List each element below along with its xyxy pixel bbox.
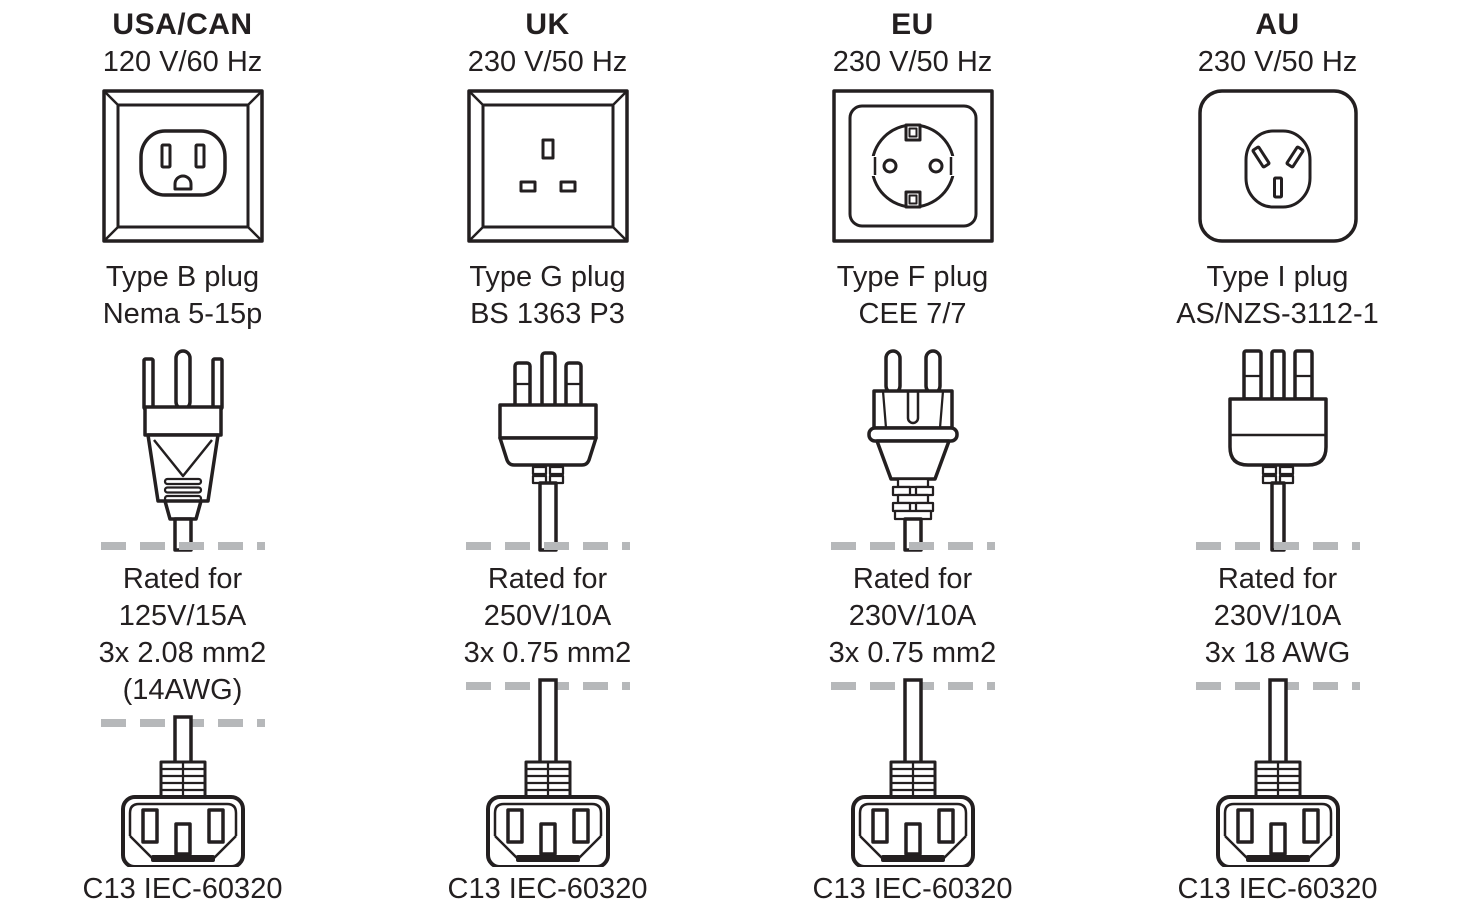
rated-line: Rated for xyxy=(487,563,608,595)
region-title: EU xyxy=(891,8,934,41)
c13-connector-icon xyxy=(803,678,1023,867)
plug-type-label: Type I plug AS/NZS-3112-1 xyxy=(1176,259,1379,333)
plug-standard: Nema 5-15p xyxy=(102,298,263,330)
plug-type-label: Type G plug BS 1363 P3 xyxy=(469,259,625,333)
rated-line: Rated for xyxy=(1217,563,1338,595)
connector-label: C13 IEC-60320 xyxy=(82,873,283,905)
type-f-plug-icon xyxy=(803,349,1023,552)
rated-line: 230V/10A xyxy=(848,600,977,632)
c13-connector-icon xyxy=(438,678,658,867)
c13-connector-icon xyxy=(1168,678,1388,867)
cable-rating: Rated for 125V/15A 3x 2.08 mm2 (14AWG) xyxy=(99,561,267,709)
region-column-au: AU 230 V/50 Hz Type I plug AS/NZS-3112-1 xyxy=(1095,0,1460,908)
cable-rating: Rated for 230V/10A 3x 0.75 mm2 xyxy=(829,561,997,672)
connector-label: C13 IEC-60320 xyxy=(812,873,1013,905)
type-i-socket-icon xyxy=(1197,89,1358,243)
rated-line: Rated for xyxy=(122,563,243,595)
rated-line: 3x 0.75 mm2 xyxy=(828,637,997,669)
region-column-eu: EU 230 V/50 Hz Type F plug xyxy=(730,0,1095,908)
rated-line: 230V/10A xyxy=(1213,600,1342,632)
plug-type-label: Type F plug CEE 7/7 xyxy=(837,259,989,333)
cable-rating: Rated for 250V/10A 3x 0.75 mm2 xyxy=(464,561,632,672)
voltage-frequency: 120 V/60 Hz xyxy=(102,46,263,78)
type-g-socket-icon xyxy=(466,89,629,243)
rated-line: 250V/10A xyxy=(483,600,612,632)
region-column-uk: UK 230 V/50 Hz Type G plug BS 1363 P3 xyxy=(365,0,730,908)
connector-label: C13 IEC-60320 xyxy=(1177,873,1378,905)
rated-line: 3x 2.08 mm2 xyxy=(98,637,267,669)
region-title: USA/CAN xyxy=(112,8,253,41)
rated-line: 3x 0.75 mm2 xyxy=(463,637,632,669)
region-column-usa-can: USA/CAN 120 V/60 Hz Type B plug Nema 5-1… xyxy=(0,0,365,908)
type-b-socket-icon xyxy=(101,89,264,243)
plug-type: Type F plug xyxy=(836,261,989,293)
cable-rating: Rated for 230V/10A 3x 18 AWG xyxy=(1205,561,1351,672)
type-g-plug-icon xyxy=(438,351,658,552)
plug-type: Type B plug xyxy=(105,261,260,293)
rated-line: 3x 18 AWG xyxy=(1204,637,1351,669)
plug-type: Type G plug xyxy=(469,261,626,293)
plug-standard: BS 1363 P3 xyxy=(470,298,625,330)
rated-line: 125V/15A xyxy=(118,600,247,632)
voltage-frequency: 230 V/50 Hz xyxy=(467,46,628,78)
type-b-plug-icon xyxy=(73,349,293,552)
region-title: AU xyxy=(1255,8,1300,41)
c13-connector-icon xyxy=(73,715,293,867)
plug-standard: CEE 7/7 xyxy=(858,298,967,330)
rated-line: (14AWG) xyxy=(122,674,243,706)
plug-type-label: Type B plug Nema 5-15p xyxy=(103,259,263,333)
type-f-socket-icon xyxy=(831,89,994,243)
rated-line: Rated for xyxy=(852,563,973,595)
type-i-plug-icon xyxy=(1168,349,1388,552)
plug-standard: AS/NZS-3112-1 xyxy=(1176,298,1379,330)
voltage-frequency: 230 V/50 Hz xyxy=(1197,46,1358,78)
connector-label: C13 IEC-60320 xyxy=(447,873,648,905)
voltage-frequency: 230 V/50 Hz xyxy=(832,46,993,78)
plug-type: Type I plug xyxy=(1206,261,1349,293)
region-title: UK xyxy=(525,8,570,41)
